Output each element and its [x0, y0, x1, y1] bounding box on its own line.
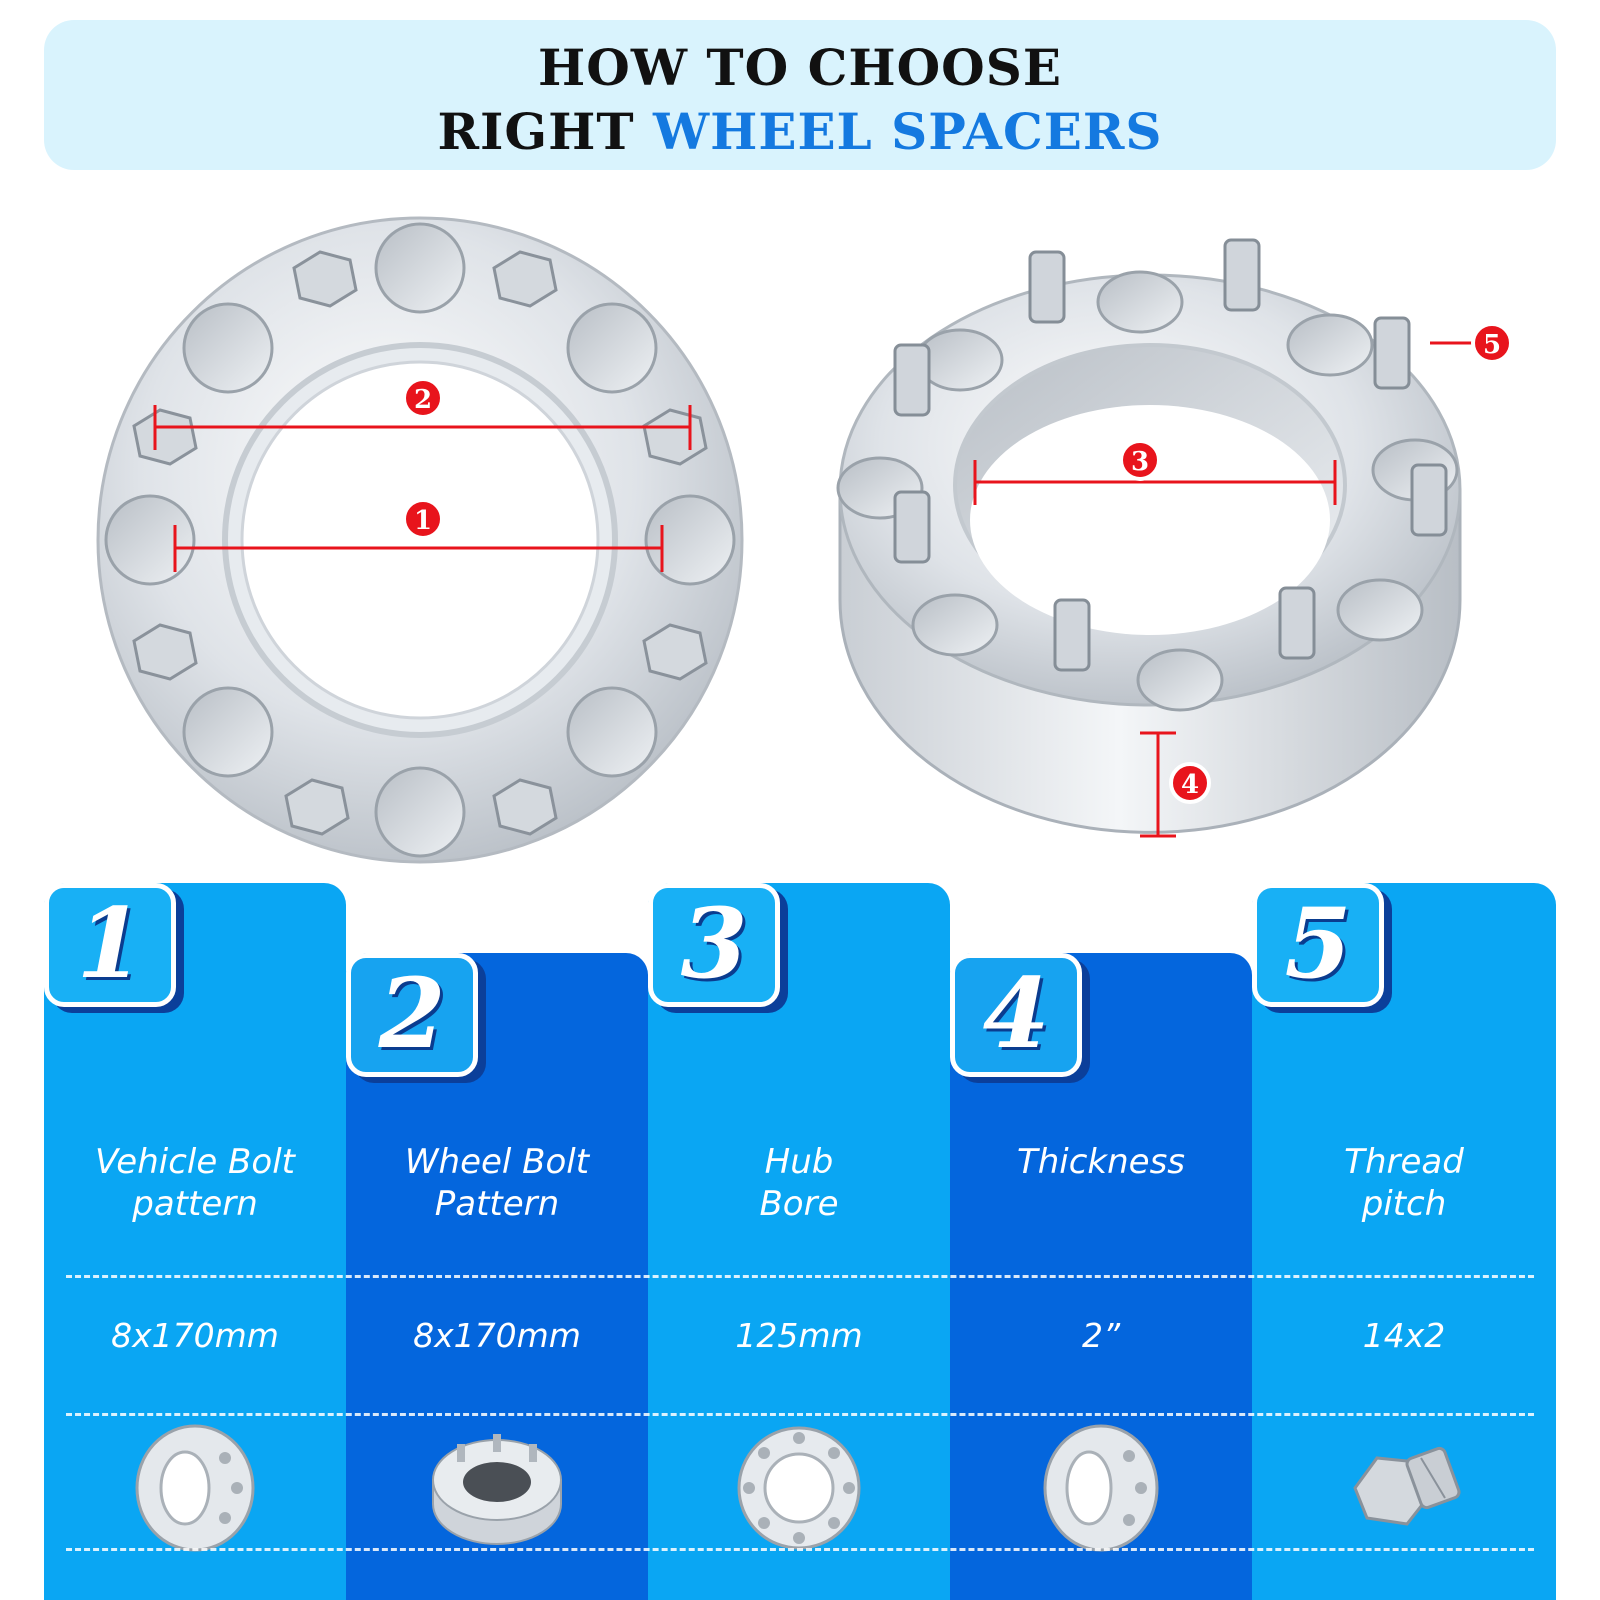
number-badge: 1: [44, 883, 176, 1007]
svg-text:2: 2: [414, 385, 432, 415]
lug-stud-nut-icon: [1353, 1446, 1461, 1526]
spacer-side-icon: [1043, 1424, 1159, 1552]
row-divider: [66, 1275, 1534, 1278]
title-line-2: RIGHT WHEEL SPACERS: [44, 102, 1556, 161]
title-accent: WHEEL SPACERS: [652, 102, 1163, 161]
product-illustration: 2 1 3 4 5: [96, 216, 1513, 864]
spec-label: Thickness: [1016, 1142, 1186, 1182]
spec-value: 8x170mm: [413, 1316, 581, 1355]
spacer-front-view: [96, 216, 744, 864]
spacer-perspective-view: [836, 238, 1462, 834]
svg-text:3: 3: [1131, 447, 1149, 477]
spec-value: 14x2: [1362, 1316, 1446, 1355]
row-divider: [66, 1548, 1534, 1551]
number-badge: 2: [346, 953, 478, 1077]
title-prefix: RIGHT: [437, 102, 653, 161]
svg-text:1: 1: [414, 506, 432, 536]
spacer-front-icon: [737, 1426, 861, 1550]
callout-1: 1: [402, 498, 444, 540]
callout-4: 4: [1169, 762, 1211, 804]
number-badge: 5: [1252, 883, 1384, 1007]
svg-text:4: 4: [1181, 770, 1199, 800]
spec-value: 8x170mm: [111, 1316, 279, 1355]
title-line-1: HOW TO CHOOSE: [538, 38, 1062, 97]
svg-text:5: 5: [1483, 330, 1501, 360]
callout-5: 5: [1471, 322, 1513, 364]
spacer-angled-icon: [135, 1424, 255, 1552]
spec-value: 125mm: [735, 1316, 863, 1355]
spec-value: 2”: [1081, 1316, 1121, 1355]
callout-3: 3: [1119, 439, 1161, 481]
number-badge: 4: [950, 953, 1082, 1077]
callout-2: 2: [402, 377, 444, 419]
measurement-lines: [153, 341, 1475, 838]
number-badge: 3: [648, 883, 780, 1007]
title-banner: HOW TO CHOOSE RIGHT WHEEL SPACERS: [44, 20, 1556, 170]
row-divider: [66, 1413, 1534, 1416]
spacer-perspective-icon: [432, 1434, 562, 1545]
